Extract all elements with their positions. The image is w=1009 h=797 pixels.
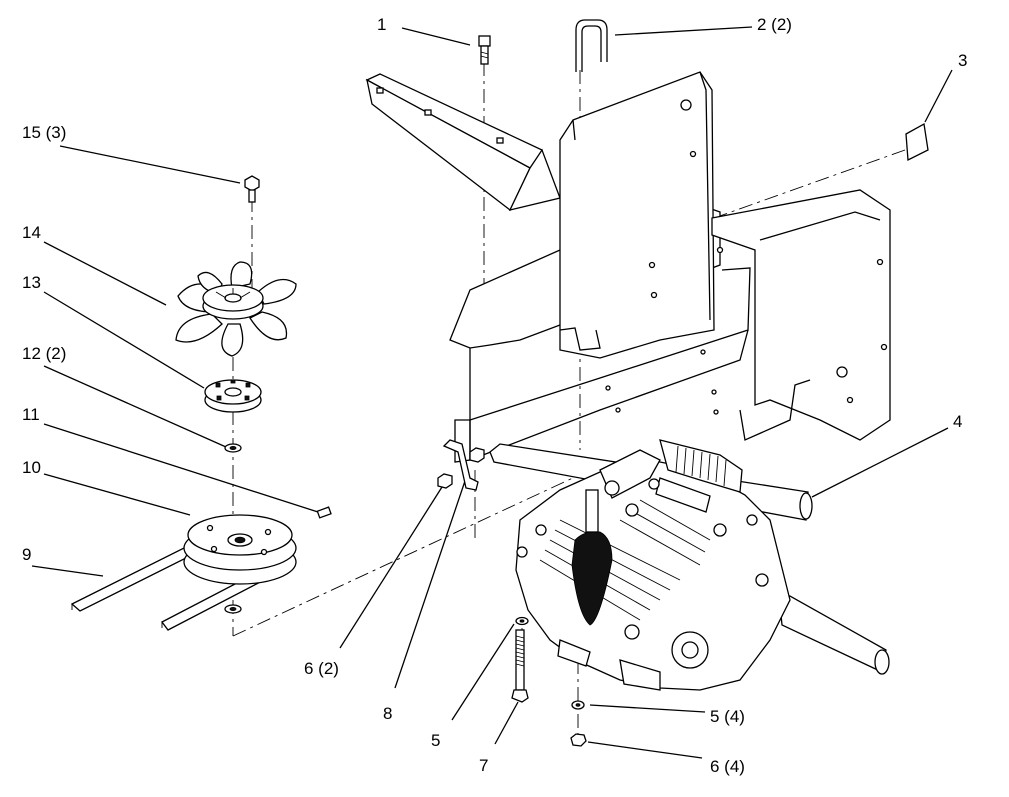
leader-9 — [31, 565, 104, 577]
part-frame — [449, 71, 891, 463]
part-bracket — [442, 439, 479, 491]
part-hub — [204, 379, 262, 413]
callout-11: 11 — [22, 405, 40, 424]
leader-7 — [494, 701, 519, 745]
part-decal — [905, 122, 929, 162]
part-transaxle — [489, 439, 890, 691]
callout-12: 12 (2) — [22, 344, 67, 363]
part-fan-bolt — [244, 175, 260, 203]
callout-2: 2 (2) — [757, 15, 792, 34]
part-nut-pair — [437, 447, 485, 489]
callout-7: 7 — [479, 756, 489, 775]
leader-3 — [924, 69, 953, 123]
callout-4: 4 — [953, 412, 963, 431]
callout-8: 8 — [383, 704, 393, 723]
leader-11 — [43, 423, 319, 513]
part-nut-6-4 — [570, 733, 587, 747]
part-bolt-7 — [511, 629, 529, 703]
callout-3: 3 — [958, 51, 968, 70]
leader-15 — [59, 145, 241, 184]
leader-5a — [451, 623, 515, 721]
leader-4 — [811, 427, 949, 498]
callout-10: 10 — [22, 458, 41, 477]
part-u-bolt — [575, 19, 608, 72]
leader-14 — [43, 241, 167, 306]
callout-13: 13 — [22, 273, 41, 292]
callout-6b: 6 (4) — [710, 757, 745, 776]
part-set-screw — [316, 506, 332, 519]
leader-12 — [43, 365, 227, 448]
leader-5b — [589, 704, 706, 713]
part-bolt — [478, 35, 491, 65]
leader-6a — [339, 486, 443, 649]
leader-2 — [614, 26, 753, 36]
part-fan — [175, 261, 297, 357]
leader-6b — [587, 741, 703, 759]
callout-5a: 5 — [431, 731, 441, 750]
leader-lines — [31, 26, 953, 759]
pulley-to-shaft-centerline — [232, 469, 591, 637]
callout-1: 1 — [377, 15, 387, 34]
callout-15: 15 (3) — [22, 123, 67, 142]
part-deflector-plate — [365, 73, 561, 212]
callout-6a: 6 (2) — [304, 659, 339, 678]
leader-1 — [401, 27, 471, 46]
callout-9: 9 — [22, 545, 32, 564]
leader-13 — [43, 291, 205, 389]
callout-5b: 5 (4) — [710, 707, 745, 726]
callout-14: 14 — [22, 223, 41, 242]
part-pulley — [183, 514, 297, 585]
leader-10 — [43, 473, 191, 516]
leader-8 — [394, 477, 467, 689]
